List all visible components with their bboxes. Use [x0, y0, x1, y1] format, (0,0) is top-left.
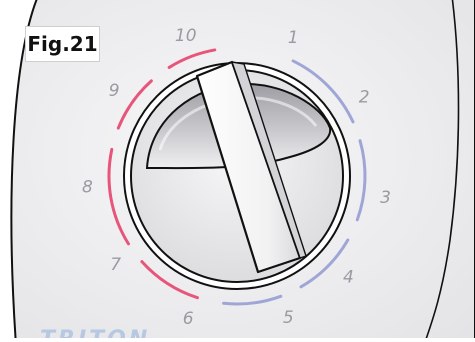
brand-logo: TRITON — [40, 327, 150, 338]
scale-number-7: 7 — [110, 255, 121, 275]
scale-number-8: 8 — [82, 177, 93, 197]
scale-number-3: 3 — [380, 188, 391, 208]
scale-number-4: 4 — [343, 267, 354, 287]
scale-number-5: 5 — [283, 308, 294, 328]
scale-number-6: 6 — [183, 309, 194, 329]
scale-number-9: 9 — [109, 81, 120, 101]
scale-number-1: 1 — [288, 28, 299, 48]
scale-number-10: 10 — [175, 26, 197, 46]
figure-label: Fig.21 — [25, 26, 100, 62]
scale-number-2: 2 — [359, 88, 370, 108]
